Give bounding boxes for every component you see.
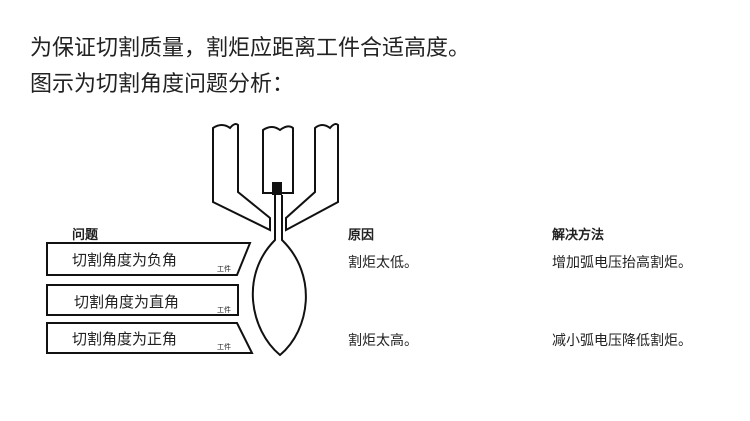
problem-negative: 切割角度为负角	[72, 251, 178, 269]
workpiece-label: 工件	[217, 306, 231, 314]
box-positive	[46, 322, 254, 354]
box-negative	[46, 242, 252, 276]
right-shield	[285, 123, 339, 232]
heading-line-1: 为保证切割质量，割炬应距离工件合适高度。	[30, 36, 471, 61]
col-solution: 解决方法	[552, 228, 605, 243]
solution-positive: 减小弧电压降低割炬。	[552, 333, 692, 349]
col-problem: 问题	[72, 228, 99, 243]
problem-right: 切割角度为直角	[74, 293, 180, 311]
left-shield	[212, 123, 271, 232]
electrode	[272, 182, 282, 195]
solution-negative: 增加弧电压抬高割炬。	[552, 255, 692, 271]
cause-negative: 割炬太低。	[348, 255, 418, 271]
plasma-arc	[251, 195, 307, 357]
workpiece-label: 工件	[217, 343, 231, 351]
problem-positive: 切割角度为正角	[72, 330, 178, 348]
cause-positive: 割炬太高。	[348, 333, 418, 349]
nozzle	[262, 125, 294, 194]
box-right	[46, 284, 239, 316]
col-cause: 原因	[348, 228, 375, 243]
heading-line-2: 图示为切割角度问题分析：	[30, 72, 295, 97]
workpiece-label: 工件	[217, 265, 231, 273]
